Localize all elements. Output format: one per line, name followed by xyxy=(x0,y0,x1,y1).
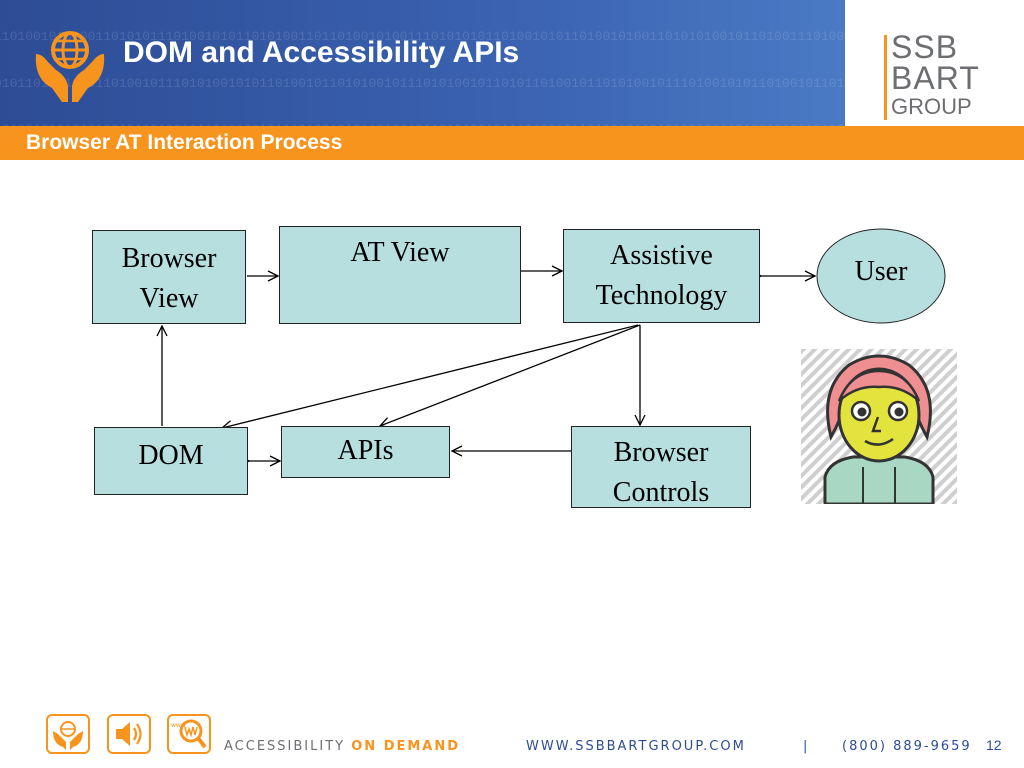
logo-line-2: BART xyxy=(891,60,980,96)
logo-accent-bar xyxy=(884,35,887,120)
company-logo: SSB BART GROUP xyxy=(845,0,1024,126)
node-user-shape xyxy=(816,228,946,324)
tagline-part2: ON DEMAND xyxy=(351,739,461,754)
section-subtitle: Browser AT Interaction Process xyxy=(26,131,343,154)
svg-text:www: www xyxy=(171,722,186,729)
logo-line-1: SSB xyxy=(891,29,959,65)
page-number: 12 xyxy=(986,737,1002,753)
person-avatar-icon xyxy=(801,349,957,504)
subheader-bar xyxy=(0,126,1024,160)
logo-line-3: GROUP xyxy=(891,94,972,119)
binary-background-pattern: 1101001010100110101011101001010110101001… xyxy=(0,29,845,126)
node-at-view: AT View xyxy=(279,226,521,324)
globe-in-hands-icon xyxy=(35,31,105,102)
footer-phone: (800) 889-9659 xyxy=(842,739,972,754)
node-apis: APIs xyxy=(281,426,450,478)
node-assistive-technology: Assistive Technology xyxy=(563,229,760,323)
footer-tagline: ACCESSIBILITY ON DEMAND xyxy=(224,739,460,754)
globe-in-hands-icon xyxy=(46,714,90,754)
footer-website[interactable]: WWW.SSBBARTGROUP.COM xyxy=(526,739,746,754)
node-browser-controls: Browser Controls xyxy=(571,426,751,508)
arrow-at-to-apis xyxy=(380,324,641,426)
node-dom: DOM xyxy=(94,427,248,495)
speaker-icon xyxy=(107,714,151,754)
tagline-part1: ACCESSIBILITY xyxy=(224,739,346,754)
node-user: User xyxy=(854,256,908,287)
page-title: DOM and Accessibility APIs xyxy=(123,36,520,69)
header-banner: 1101001010100110101011101001010110101001… xyxy=(0,0,845,126)
footer-separator: | xyxy=(803,739,810,754)
node-browser-view: Browser View xyxy=(92,230,246,324)
arrow-at-to-dom xyxy=(222,324,639,428)
www-magnifier-icon: www xyxy=(167,714,211,754)
